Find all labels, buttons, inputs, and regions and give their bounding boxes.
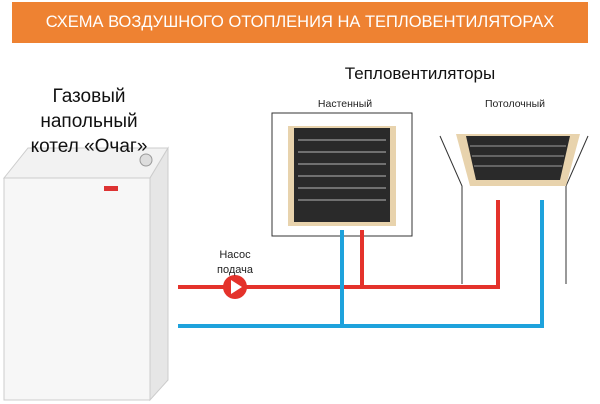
boiler-label-line2: напольный (40, 111, 138, 132)
fans-title: Тепловентиляторы (344, 64, 496, 83)
boiler-label-line1: Газовый (52, 86, 126, 107)
ceiling-heater-label: Потолочный (485, 98, 545, 110)
return-pipe (178, 200, 544, 328)
gauge-icon (139, 153, 153, 167)
wall-heater-label: Настенный (317, 98, 373, 110)
boiler-label-line3: котел «Очаг» (30, 136, 148, 157)
pump-icon (223, 275, 247, 299)
logo-mark (104, 186, 118, 191)
pump-label-line2: подача (217, 264, 253, 276)
header-title: СХЕМА ВОЗДУШНОГО ОТОПЛЕНИЯ НА ТЕПЛОВЕНТИ… (45, 13, 555, 31)
pump-label-line1: Насос (219, 249, 251, 261)
ceiling-heater (456, 134, 580, 186)
wall-heater (288, 126, 396, 226)
supply-pipe (178, 200, 500, 289)
header-banner: СХЕМА ВОЗДУШНОГО ОТОПЛЕНИЯ НА ТЕПЛОВЕНТИ… (12, 2, 588, 43)
boiler-label: Газовый напольный котел «Очаг» (0, 84, 178, 159)
pump-label: Насос подача (205, 248, 265, 278)
gas-boiler (2, 146, 169, 402)
